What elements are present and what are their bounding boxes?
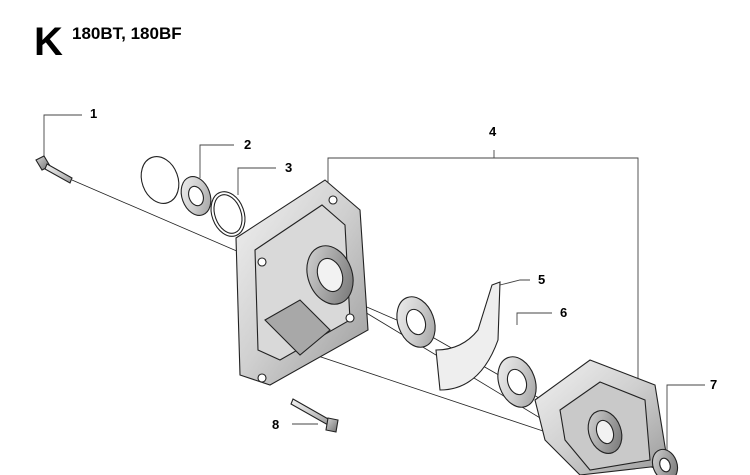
part-circlip-3 <box>210 191 246 237</box>
callout-number-2: 2 <box>244 137 251 152</box>
part-gasket-5 <box>435 281 501 391</box>
callout-number-5: 5 <box>538 272 545 287</box>
part-screw-1 <box>35 155 73 184</box>
part-bearing-2 <box>140 156 212 216</box>
part-seal-7 <box>651 448 679 475</box>
callout-leaders <box>43 114 705 463</box>
callout-number-7: 7 <box>710 377 717 392</box>
part-screw-8 <box>290 398 339 433</box>
callout-number-3: 3 <box>285 160 292 175</box>
part-crankcase-right <box>534 359 669 475</box>
part-bearing-6 <box>497 356 537 408</box>
part-crankcase-left <box>235 179 369 386</box>
model-names: 180BT, 180BF <box>72 24 182 43</box>
section-letter: K <box>34 20 63 64</box>
callout-number-1: 1 <box>90 106 97 121</box>
part-bearing-large <box>396 296 436 348</box>
callout-number-4: 4 <box>489 124 497 139</box>
callout-numbers: 1 2 3 4 5 6 7 8 <box>90 106 717 432</box>
callout-number-8: 8 <box>272 417 279 432</box>
callout-number-6: 6 <box>560 305 567 320</box>
